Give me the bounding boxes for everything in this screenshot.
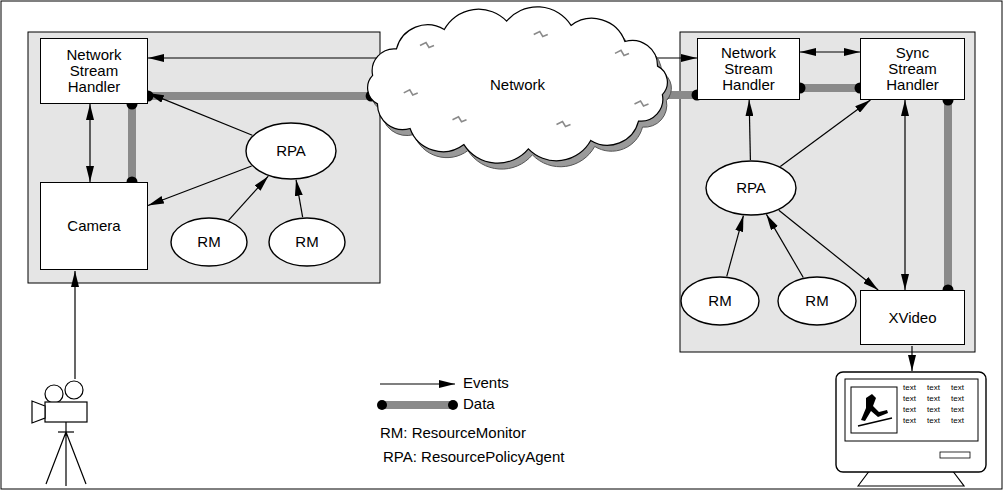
data-stream <box>143 91 377 102</box>
node-label: Network Stream Handler <box>57 47 131 94</box>
event-connector <box>749 100 750 160</box>
legend-text: Events <box>463 375 509 392</box>
screen-text: text <box>927 395 940 403</box>
monitor <box>836 372 986 486</box>
node-label: RPA <box>736 180 766 196</box>
event-arrow <box>749 100 750 160</box>
legend-event-sample <box>380 383 455 384</box>
screen-text: text <box>951 406 964 414</box>
event-arrow <box>296 180 303 217</box>
data-stream <box>943 95 954 296</box>
screen-text: text <box>903 417 916 425</box>
node-label: Network Stream Handler <box>712 45 786 92</box>
data-connector <box>148 92 371 100</box>
event-connector <box>727 216 744 277</box>
event-connector <box>904 100 905 290</box>
node-label: RM <box>295 234 318 250</box>
stream-handler-box: Network Stream Handler <box>40 38 148 104</box>
node-label: Network <box>490 77 545 93</box>
data-stream <box>795 83 866 94</box>
event-arrow <box>800 52 860 53</box>
abbreviation-note: RM: ResourceMonitor <box>380 425 526 442</box>
resource-monitor-ellipse: RM <box>268 217 346 267</box>
event-connector <box>229 176 269 220</box>
node-label: Camera <box>67 218 120 234</box>
policy-agent-ellipse: RPA <box>245 122 337 180</box>
event-connector <box>148 166 252 205</box>
event-arrow <box>148 166 252 205</box>
network-cloud: Network <box>355 6 680 164</box>
event-connector <box>800 51 860 52</box>
resource-monitor-ellipse: RM <box>170 217 248 267</box>
screen-text: text <box>951 417 964 425</box>
data-stream <box>127 99 138 188</box>
stream-handler-box: Network Stream Handler <box>697 38 800 100</box>
event-arrow <box>90 104 91 182</box>
screen-text: text <box>951 384 964 392</box>
screen-text: text <box>903 395 916 403</box>
abbreviation-note: RPA: ResourcePolicyAgent <box>383 449 564 466</box>
display-arrow <box>911 346 912 371</box>
event-arrow <box>653 58 697 59</box>
stream-handler-box: Sync Stream Handler <box>860 38 965 100</box>
node-label: RM <box>805 293 828 309</box>
resource-monitor-ellipse: RM <box>777 276 857 326</box>
legend-data-sample <box>377 400 458 410</box>
policy-agent-ellipse: RPA <box>705 160 797 216</box>
node-label: Sync Stream Handler <box>878 45 948 92</box>
screen-text: text <box>927 384 940 392</box>
xvideo-box: XVideo <box>860 290 965 345</box>
legend-text: Data <box>463 396 495 413</box>
screen-text: text <box>951 395 964 403</box>
screen-text: text <box>903 384 916 392</box>
node-label: XVideo <box>888 310 936 326</box>
event-connector <box>296 180 303 217</box>
event-arrow <box>148 93 252 135</box>
node-label: RM <box>197 234 220 250</box>
event-connector <box>766 214 803 277</box>
event-connector <box>89 104 90 182</box>
video-camera <box>32 381 87 486</box>
event-arrow <box>727 216 744 277</box>
node-label: RM <box>708 293 731 309</box>
event-connector <box>653 57 697 58</box>
event-arrow <box>148 58 382 59</box>
event-connector <box>148 57 382 58</box>
data-connector <box>800 84 860 92</box>
camera-feed-arrow <box>74 271 75 379</box>
screen-text: text <box>927 417 940 425</box>
event-arrow <box>766 214 803 277</box>
event-arrow <box>905 100 906 290</box>
event-connector <box>148 93 252 135</box>
data-connector <box>944 100 952 290</box>
event-arrow <box>229 176 269 220</box>
resource-monitor-ellipse: RM <box>680 276 760 326</box>
host-panel <box>28 32 380 283</box>
camera-box: Camera <box>40 182 148 270</box>
event-arrow <box>780 100 870 166</box>
event-connector <box>780 100 870 166</box>
screen-text: text <box>927 406 940 414</box>
screen-text: text <box>903 406 916 414</box>
host-panel <box>680 32 975 352</box>
node-label: RPA <box>276 143 306 159</box>
data-connector <box>128 104 136 182</box>
